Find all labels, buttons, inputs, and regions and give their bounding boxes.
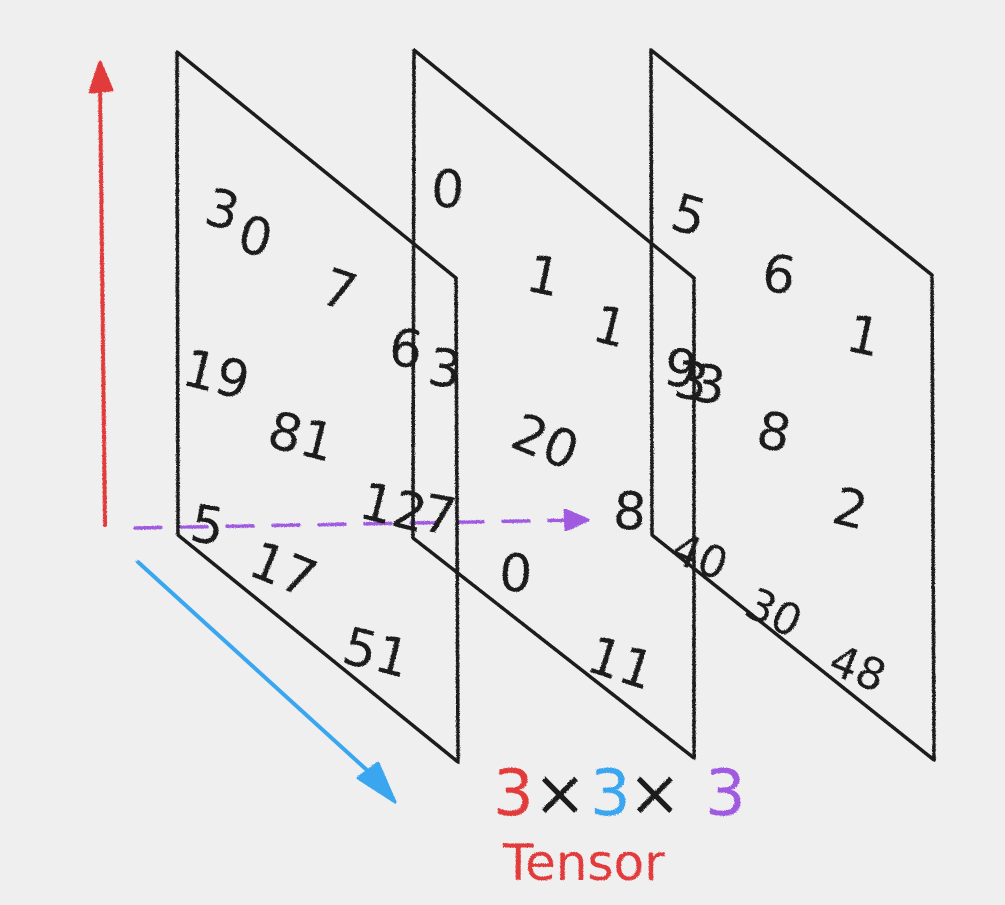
dimension-times-2: × (628, 757, 682, 831)
matrix-3-value: 48 (822, 635, 893, 703)
vertical-axis-arrow (88, 60, 114, 527)
matrix-1-value: 51 (337, 616, 416, 690)
matrix-3-value: 6 (758, 243, 799, 307)
matrix-2-value: 1 (521, 244, 566, 310)
matrix-1-value: 3 (424, 337, 465, 401)
matrix-1-values: 3 0 7 19 81 6 5 17 51 12 3 (177, 177, 465, 690)
matrix-3-value: 5 (664, 183, 712, 250)
matrix-plane-2 (411, 48, 696, 760)
matrix-2-value: 1 (587, 294, 634, 360)
matrix-3-value: 2 (827, 476, 874, 542)
diagonal-axis-arrow (136, 560, 397, 804)
matrix-plane-1 (175, 50, 460, 764)
matrix-3-value: 40 (664, 523, 735, 591)
matrix-2-value: 8 (611, 481, 648, 543)
matrix-1-value: 7 (314, 257, 364, 324)
matrix-1-value: 0 (232, 204, 279, 270)
matrix-2-value: 11 (580, 625, 661, 703)
matrix-3-value: 8 (751, 400, 796, 466)
dimension-third: 3 (705, 757, 746, 831)
dimension-label: 3 × 3 × 3 (493, 757, 746, 831)
matrix-1-value: 5 (186, 494, 229, 559)
matrix-3-value: 1 (841, 304, 886, 370)
dimension-first: 3 (493, 757, 534, 831)
matrix-3-value: 9 (660, 337, 701, 401)
matrix-1-value: 17 (241, 530, 325, 610)
matrix-plane-3 (649, 48, 936, 762)
matrix-1-value: 19 (177, 338, 256, 412)
matrix-3-value: 3 (688, 353, 729, 417)
matrix-2-value: 0 (429, 159, 466, 221)
dimension-second: 3 (590, 757, 631, 831)
matrix-2-value: 0 (497, 543, 534, 605)
dimension-times-1: × (533, 757, 587, 831)
matrix-2-value: 20 (503, 402, 587, 482)
depth-axis-arrow (133, 508, 590, 532)
matrix-1-value: 6 (385, 317, 426, 381)
tensor-caption: Tensor (502, 834, 665, 892)
matrix-3-value: 30 (737, 578, 810, 648)
matrix-1-value: 81 (262, 400, 341, 474)
